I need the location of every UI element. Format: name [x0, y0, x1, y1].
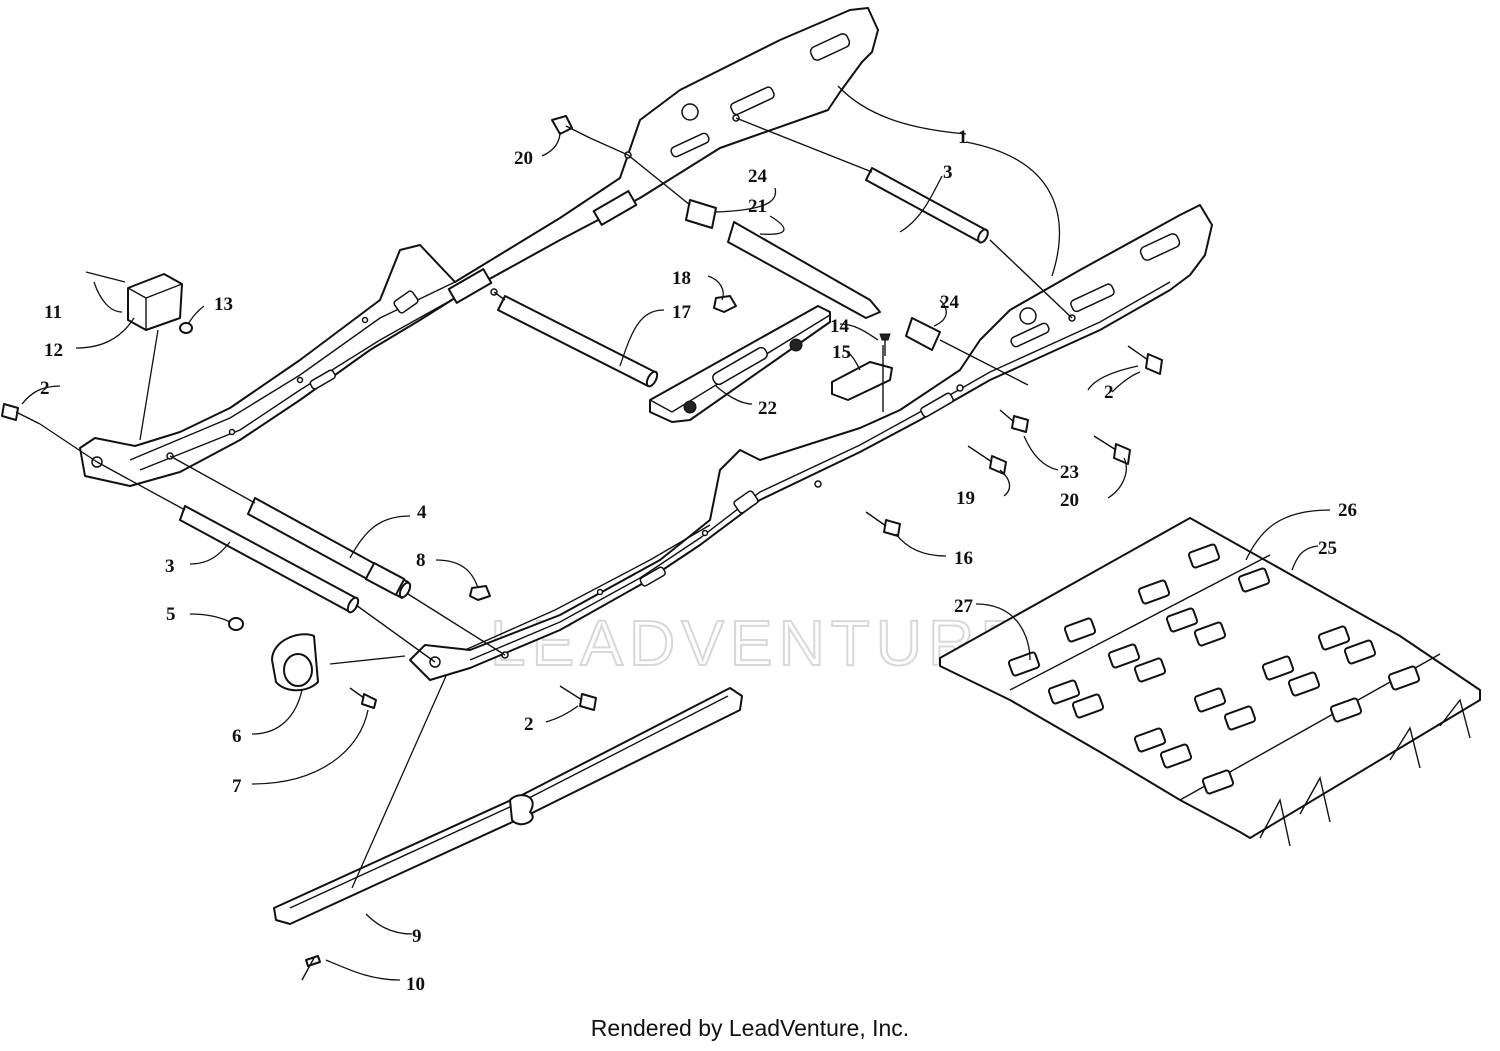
bolt-16 [865, 511, 901, 537]
wear-strip-9 [273, 675, 743, 925]
shaft-4 [169, 455, 506, 656]
callout-13: 13 [214, 294, 233, 315]
shaft-17 [493, 291, 659, 388]
callout-20-lower: 20 [1060, 490, 1079, 511]
callout-7: 7 [232, 776, 242, 797]
bolt-2-right [1127, 345, 1163, 375]
bolt-23 [999, 409, 1029, 433]
callout-1: 1 [958, 127, 968, 148]
track-cleats [1259, 698, 1471, 847]
callout-24-upper: 24 [748, 166, 768, 187]
callout-17: 17 [672, 302, 692, 323]
callout-27: 27 [954, 596, 974, 617]
screw-14 [879, 333, 891, 356]
screw-10 [301, 955, 321, 981]
leader-lines [21, 85, 1331, 981]
front-shaft-3 [96, 461, 436, 663]
callout-22: 22 [758, 398, 777, 419]
callout-19: 19 [956, 488, 975, 509]
bumper-6 [271, 633, 406, 692]
screw-7 [349, 687, 377, 709]
callout-8: 8 [416, 550, 426, 571]
bolt-2-bottom [559, 685, 597, 711]
callout-14: 14 [830, 316, 850, 337]
callout-24-lower: 24 [940, 292, 960, 313]
bolt-20-upper [551, 115, 629, 156]
callout-18: 18 [672, 268, 691, 289]
pin-11 [85, 271, 126, 283]
callout-12: 12 [44, 340, 63, 361]
fasteners [1, 115, 1163, 711]
callout-25: 25 [1318, 538, 1337, 559]
rear-upper-shaft [735, 117, 1073, 319]
bracket-15 [831, 345, 893, 412]
track-lugs [1007, 543, 1421, 795]
footer-credit: Rendered by LeadVenture, Inc. [590, 1015, 910, 1041]
callout-20-upper: 20 [514, 148, 533, 169]
callout-2-right: 2 [1104, 382, 1114, 403]
callout-2-bottom: 2 [524, 714, 534, 735]
callout-3-lower: 3 [165, 556, 175, 577]
rear-slide-rail [79, 7, 879, 487]
bolt-20-lower [1093, 435, 1131, 465]
nut-8 [469, 585, 491, 601]
track-section [939, 517, 1481, 847]
callout-labels: 1 2 2 2 3 3 4 5 6 7 8 9 10 11 12 13 14 1… [40, 127, 1357, 995]
stopper-block-12 [127, 273, 183, 441]
callout-2-left: 2 [40, 378, 50, 399]
callout-6: 6 [232, 726, 242, 747]
washer-13 [179, 322, 193, 334]
callout-15: 15 [832, 342, 851, 363]
callout-4: 4 [417, 502, 427, 523]
callout-3-upper: 3 [943, 162, 953, 183]
callout-21: 21 [748, 196, 767, 217]
idler-shaft-assembly [627, 154, 1029, 386]
nut-5 [228, 617, 244, 631]
callout-16: 16 [954, 548, 973, 569]
front-slide-rail [409, 204, 1213, 681]
callout-5: 5 [166, 604, 176, 625]
bolt-2-left [1, 403, 98, 463]
callout-10: 10 [406, 974, 425, 995]
nut-18 [713, 295, 737, 313]
callout-11: 11 [44, 302, 62, 323]
callout-9: 9 [412, 926, 422, 947]
bracket-22 [649, 305, 831, 423]
callout-23: 23 [1060, 462, 1079, 483]
callout-26: 26 [1338, 500, 1357, 521]
